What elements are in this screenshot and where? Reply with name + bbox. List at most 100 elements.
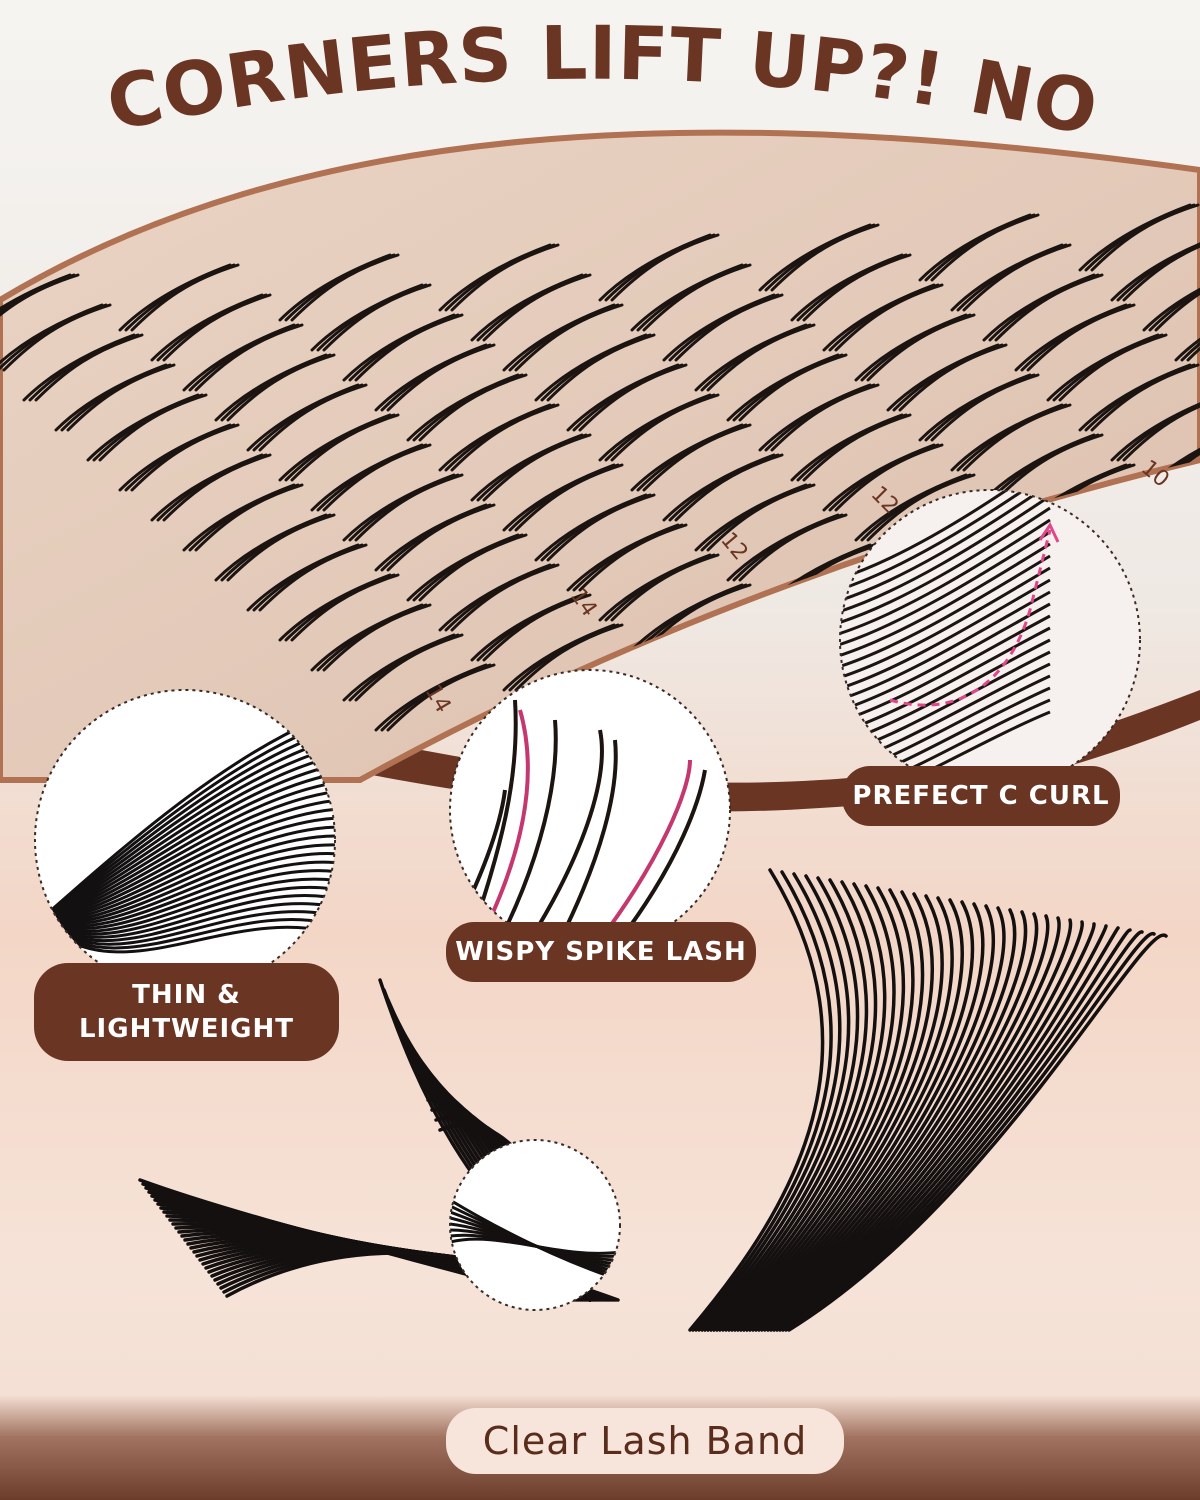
- lash-strand: [418, 533, 528, 602]
- lash-strand: [578, 363, 688, 432]
- lash-strand: [39, 780, 335, 922]
- lash-strand: [162, 293, 272, 362]
- lash-strand: [258, 383, 368, 452]
- lash-strand: [769, 922, 1096, 1332]
- lash-strand: [39, 834, 335, 923]
- lash-strand: [1116, 393, 1200, 462]
- lash-strand: [778, 928, 1132, 1332]
- lash-strand: [840, 530, 1051, 648]
- lash-strand: [802, 413, 912, 482]
- lash-strand: [450, 243, 560, 312]
- clear-band-badge: Clear Lash Band: [446, 1408, 844, 1474]
- lash-strand: [194, 323, 304, 392]
- lash-strand: [386, 343, 496, 412]
- lash-strand: [757, 914, 1050, 1332]
- lash-strand: [39, 877, 335, 933]
- lash-strand: [130, 423, 240, 492]
- lash-strand: [418, 373, 528, 442]
- lash-strand: [546, 333, 656, 402]
- lash-strand: [1122, 233, 1200, 302]
- lash-strand: [39, 825, 335, 922]
- lash-strand: [703, 878, 869, 1332]
- lash-strand: [718, 888, 915, 1332]
- lash-strand: [478, 709, 530, 941]
- lash-strand: [386, 503, 496, 572]
- lash-strand: [546, 493, 656, 562]
- lash-strand: [258, 543, 368, 612]
- lash-strand: [39, 771, 335, 922]
- lash-strand: [482, 433, 592, 502]
- lash-strand: [1058, 333, 1168, 402]
- lash-strand: [784, 932, 1156, 1332]
- lash-strand: [840, 602, 1051, 714]
- lash-strand: [1142, 263, 1200, 332]
- lash-strand: [482, 273, 592, 342]
- lash-strand: [162, 453, 272, 522]
- headline-text: CORNERS LIFT UP?! NO: [100, 11, 1105, 154]
- lash-strand: [354, 473, 464, 542]
- band-zoom: [449, 1139, 621, 1311]
- lash-strand: [730, 896, 954, 1332]
- lash-strand: [1180, 293, 1200, 362]
- lash-strand: [130, 263, 240, 332]
- c-curl-badge: PREFECT C CURL: [842, 766, 1120, 826]
- lash-strand: [962, 243, 1072, 312]
- lash-strand: [840, 578, 1051, 692]
- lash-strand: [930, 373, 1040, 442]
- lash-strand: [1180, 613, 1200, 682]
- lash-strand: [290, 573, 400, 642]
- lash-strand: [39, 869, 335, 931]
- lash-strand: [706, 880, 878, 1332]
- thin-label-2: LIGHTWEIGHT: [78, 1014, 295, 1044]
- lash-strand: [482, 593, 592, 662]
- lash-strand: [39, 753, 335, 922]
- lash-strand: [514, 303, 624, 372]
- lash-strand: [700, 876, 860, 1332]
- wispy-label: WISPY SPIKE LASH: [455, 937, 747, 967]
- lash-strand: [1148, 583, 1200, 652]
- lash-strand: [763, 918, 1073, 1332]
- lash-strand: [1110, 393, 1200, 462]
- lash-strand: [1174, 613, 1200, 682]
- lash-strand: [39, 744, 335, 922]
- lash-strand: [1142, 583, 1200, 652]
- lash-strand: [674, 293, 784, 362]
- lash-strand: [840, 490, 1051, 582]
- lash-strand: [1186, 293, 1200, 362]
- lash-strand: [558, 739, 618, 941]
- lash-strand: [751, 910, 1028, 1332]
- lash-strand: [39, 762, 335, 922]
- wispy-badge: WISPY SPIKE LASH: [446, 922, 756, 982]
- lash-strand: [322, 603, 432, 672]
- lash-strand: [733, 898, 964, 1332]
- lash-strand: [642, 263, 752, 332]
- lash-strand: [450, 1237, 620, 1255]
- lash-strand: [1110, 233, 1200, 302]
- lash-strand: [322, 443, 432, 512]
- lash-strand: [66, 363, 176, 432]
- lash-strand: [840, 542, 1051, 659]
- lash-strand: [840, 590, 1051, 703]
- thin-label-1: THIN &: [132, 980, 241, 1010]
- lash-strand: [787, 933, 1168, 1332]
- lash-strand: [39, 910, 335, 946]
- lash-strand: [738, 513, 848, 582]
- lash-strand: [1090, 203, 1200, 272]
- lash-strand: [226, 513, 336, 582]
- lash-strand: [802, 253, 912, 322]
- lash-strand: [322, 283, 432, 352]
- lash-strand: [2, 303, 112, 372]
- lash-strand: [840, 566, 1051, 681]
- lash-strand: [39, 860, 335, 928]
- lash-strand: [39, 807, 335, 922]
- lash-strand: [39, 789, 335, 922]
- lash-strand: [39, 852, 335, 926]
- lash-strand: [290, 413, 400, 482]
- lash-strand: [742, 904, 995, 1332]
- lash-strand: [39, 843, 335, 925]
- lash-strand: [840, 506, 1051, 626]
- svg-text:CORNERS LIFT UP?! NO: CORNERS LIFT UP?! NO: [100, 11, 1106, 154]
- lash-strand: [610, 553, 720, 622]
- lash-strand: [697, 874, 851, 1332]
